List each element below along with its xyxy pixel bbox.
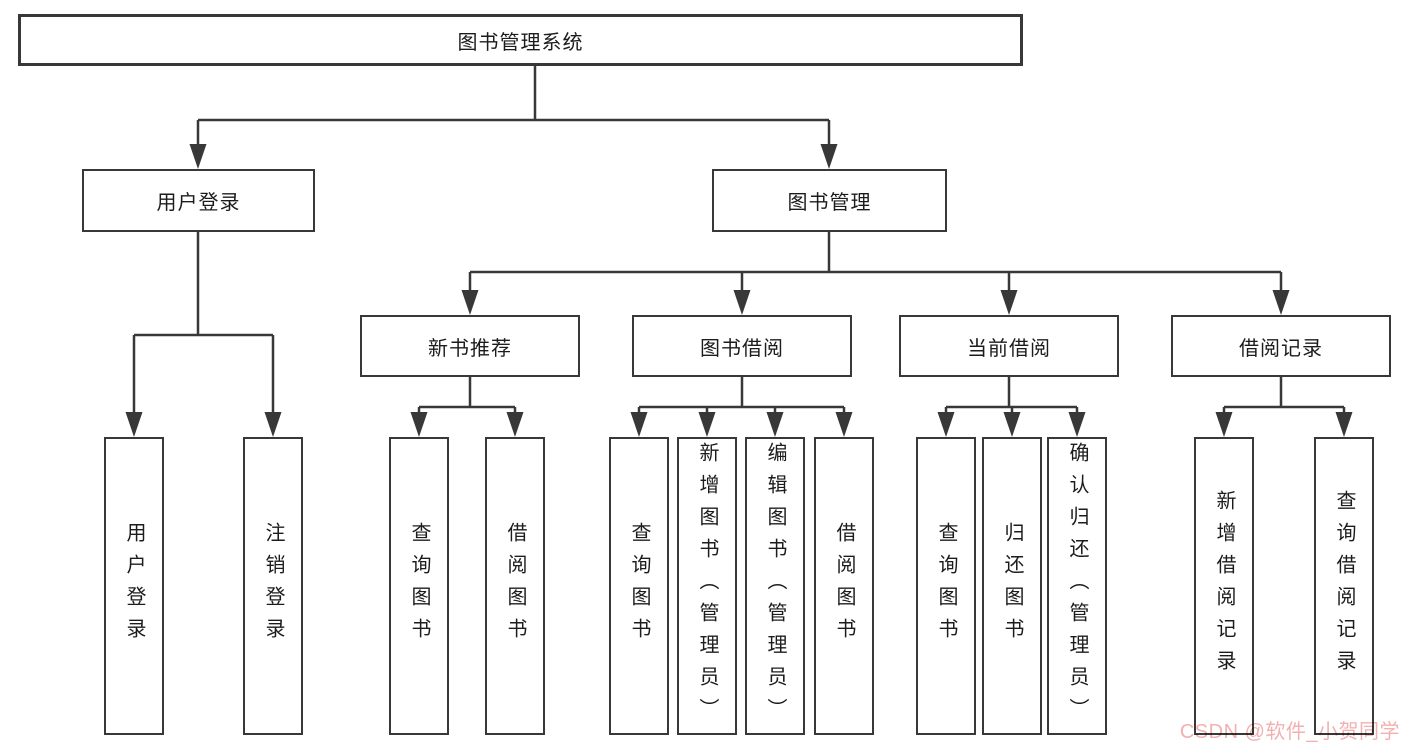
arrowhead-icons (125, 144, 1353, 437)
leaf-newbook-borrow-books-label: 借阅图书 (504, 522, 526, 650)
leaf-current-query-books: 查询图书 (916, 437, 976, 735)
leaf-user-login-label: 用户登录 (123, 522, 145, 650)
leaf-borrow-edit-books-admin: 编辑图书（管理员） (745, 437, 805, 735)
node-user-login: 用户登录 (82, 169, 315, 232)
leaf-records-add-record-label: 新增借阅记录 (1213, 490, 1235, 682)
leaf-current-return-books: 归还图书 (982, 437, 1042, 735)
node-root-label: 图书管理系统 (457, 31, 584, 54)
leaf-current-return-books-label: 归还图书 (1001, 522, 1023, 650)
node-user-login-label: 用户登录 (156, 192, 241, 214)
leaf-borrow-query-books-label: 查询图书 (628, 522, 650, 650)
leaf-records-add-record: 新增借阅记录 (1194, 437, 1254, 735)
node-current-borrowing-label: 当前借阅 (967, 337, 1051, 360)
node-book-borrowing: 图书借阅 (632, 315, 852, 377)
leaf-newbook-borrow-books: 借阅图书 (485, 437, 545, 735)
leaf-borrow-edit-books-admin-label: 编辑图书（管理员） (764, 442, 786, 730)
leaf-borrow-add-books-admin-label: 新增图书（管理员） (696, 442, 718, 730)
leaf-records-query-record-label: 查询借阅记录 (1333, 490, 1355, 682)
leaf-borrow-borrow-books: 借阅图书 (814, 437, 874, 735)
leaf-user-login: 用户登录 (104, 437, 164, 735)
leaf-logout: 注销登录 (243, 437, 303, 735)
node-book-management-label: 图书管理 (787, 192, 872, 214)
csdn-watermark: CSDN @软件_小贺同学 (1179, 721, 1400, 743)
leaf-borrow-query-books: 查询图书 (609, 437, 669, 735)
leaf-borrow-borrow-books-label: 借阅图书 (833, 522, 855, 650)
leaf-newbook-query-books-label: 查询图书 (408, 522, 430, 650)
leaf-records-query-record: 查询借阅记录 (1314, 437, 1374, 735)
leaf-current-confirm-return-admin: 确认归还（管理员） (1047, 437, 1107, 735)
node-current-borrowing: 当前借阅 (899, 315, 1119, 377)
node-borrowing-records: 借阅记录 (1171, 315, 1391, 377)
node-root: 图书管理系统 (18, 14, 1023, 66)
node-book-borrowing-label: 图书借阅 (700, 337, 784, 360)
node-book-management: 图书管理 (712, 169, 947, 232)
leaf-current-query-books-label: 查询图书 (935, 522, 957, 650)
leaf-current-confirm-return-admin-label: 确认归还（管理员） (1066, 442, 1088, 730)
leaf-newbook-query-books: 查询图书 (389, 437, 449, 735)
node-new-book-recommend: 新书推荐 (360, 315, 580, 377)
leaf-borrow-add-books-admin: 新增图书（管理员） (677, 437, 737, 735)
node-new-book-recommend-label: 新书推荐 (428, 337, 512, 360)
node-borrowing-records-label: 借阅记录 (1239, 337, 1323, 360)
leaf-logout-label: 注销登录 (262, 522, 284, 650)
